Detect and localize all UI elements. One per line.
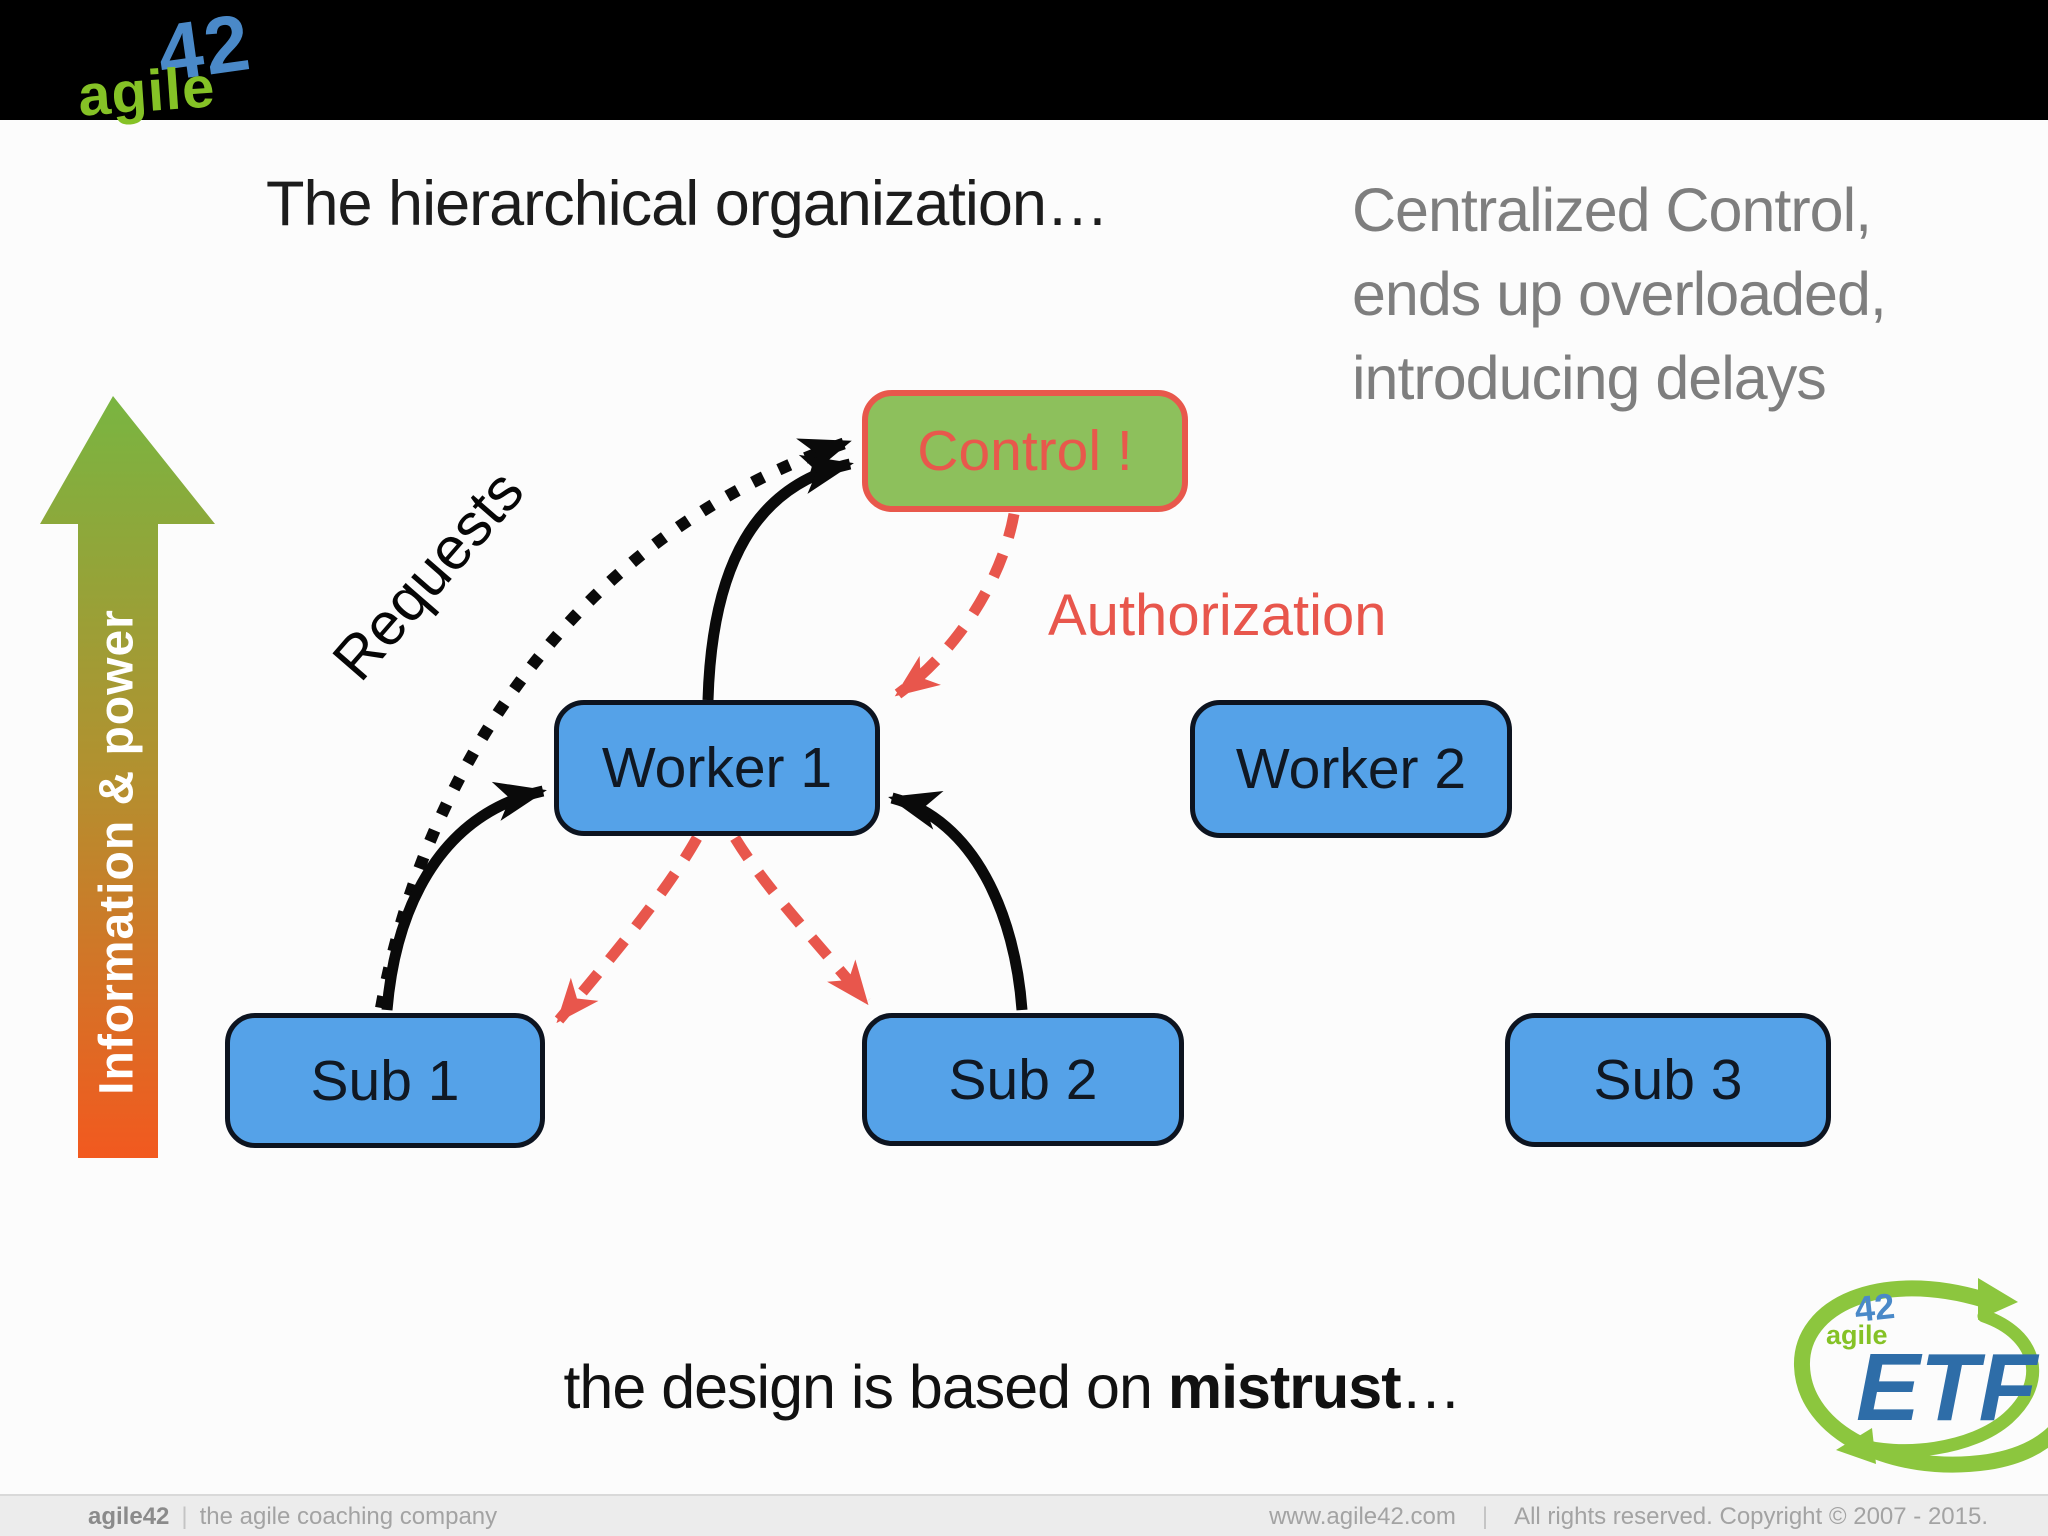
note-line-3: introducing delays: [1352, 344, 1827, 412]
footer-right: www.agile42.com | All rights reserved. C…: [1269, 1503, 1988, 1531]
node-sub1: Sub 1: [225, 1013, 545, 1148]
edge-sub2-worker1: [888, 791, 1028, 1011]
note-line-1: Centralized Control,: [1352, 176, 1872, 244]
bottom-statement-prefix: the design is based on: [563, 1353, 1168, 1421]
etf-logo-text: ETF: [1856, 1334, 2040, 1441]
etf-logo-swoosh-inner: [1849, 1309, 2040, 1458]
slide-title: The hierarchical organization…: [266, 169, 1109, 239]
footer: agile42 | the agile coaching company www…: [0, 1494, 2048, 1536]
footer-divider: |: [181, 1503, 188, 1530]
node-worker2: Worker 2: [1190, 700, 1512, 838]
etf-logo-arrow-bottom: [1836, 1428, 1876, 1464]
note-line-2: ends up overloaded,: [1352, 260, 1887, 328]
node-sub3: Sub 3: [1505, 1013, 1831, 1147]
etf-logo-mini-agile: agile: [1826, 1320, 1888, 1350]
edge-worker1-sub2-auth: [730, 835, 871, 1006]
etf-logo-mini-42: 42: [1853, 1285, 1897, 1330]
bottom-statement: the design is based on mistrust…: [563, 1352, 1462, 1422]
node-sub2: Sub 2: [862, 1013, 1184, 1146]
power-arrow-label: Information & power: [90, 609, 144, 1095]
note-centralized-control: Centralized Control, ends up overloaded,…: [1352, 168, 2012, 420]
edge-worker1-control: [702, 454, 854, 701]
requests-label: Requests: [319, 457, 537, 693]
top-bar: [0, 0, 2048, 120]
etf-logo-swoosh-outer: [1793, 1280, 2048, 1473]
bottom-statement-suffix: …: [1400, 1353, 1462, 1421]
node-control: Control !: [862, 390, 1188, 512]
footer-brand: agile42: [88, 1503, 170, 1530]
footer-website: www.agile42.com: [1269, 1503, 1456, 1530]
node-worker1: Worker 1: [554, 700, 880, 836]
footer-tagline: the agile coaching company: [199, 1503, 498, 1530]
footer-left: agile42 | the agile coaching company: [88, 1503, 497, 1531]
footer-copyright: All rights reserved. Copyright © 2007 - …: [1514, 1503, 1988, 1530]
edge-sub1-worker1: [381, 781, 547, 1011]
edge-control-worker1-auth: [894, 513, 1020, 699]
etf-logo-arrow-top: [1978, 1278, 2018, 1320]
footer-divider-2: |: [1481, 1503, 1489, 1530]
authorization-label: Authorization: [1048, 583, 1387, 648]
edge-worker1-sub1-auth: [554, 835, 702, 1024]
agile42-logo: 42 agile: [60, 0, 257, 150]
bottom-statement-bold: mistrust: [1167, 1353, 1402, 1421]
agile42-logo-word: agile: [75, 54, 218, 129]
